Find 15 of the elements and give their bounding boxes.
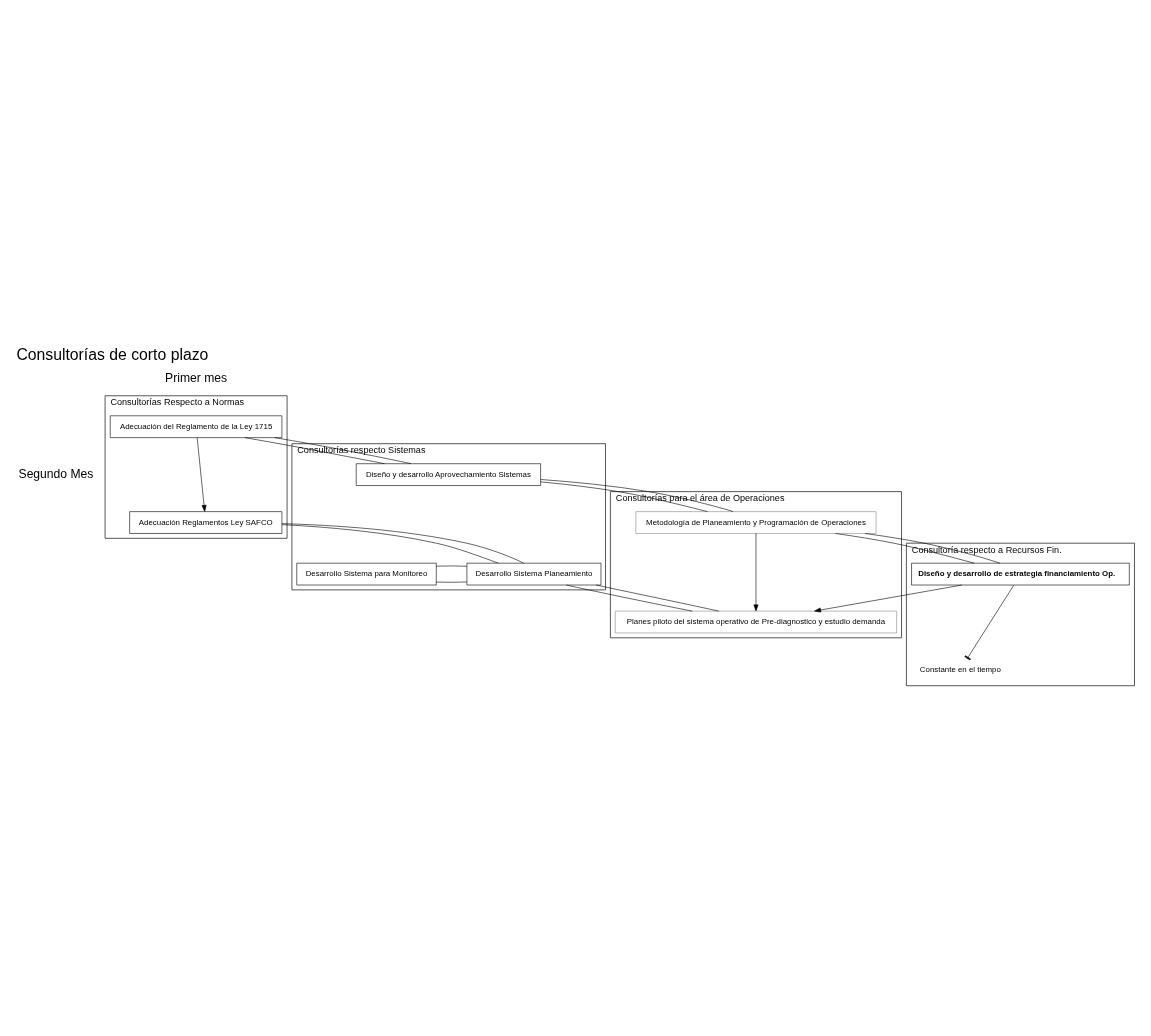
connector [244,437,385,464]
connector [274,437,412,464]
arrow [753,533,759,612]
connector [864,533,1001,564]
connector [595,584,720,612]
connector [540,481,708,512]
connector [964,584,1015,661]
arrow [196,437,207,512]
label: Primer mes [165,370,228,385]
diagram-title: Consultorías de corto plazo [16,346,209,364]
label: Segundo Mes [18,466,94,481]
connector [565,584,693,612]
arrow [814,584,963,613]
connector [835,533,975,564]
connector [540,479,734,512]
